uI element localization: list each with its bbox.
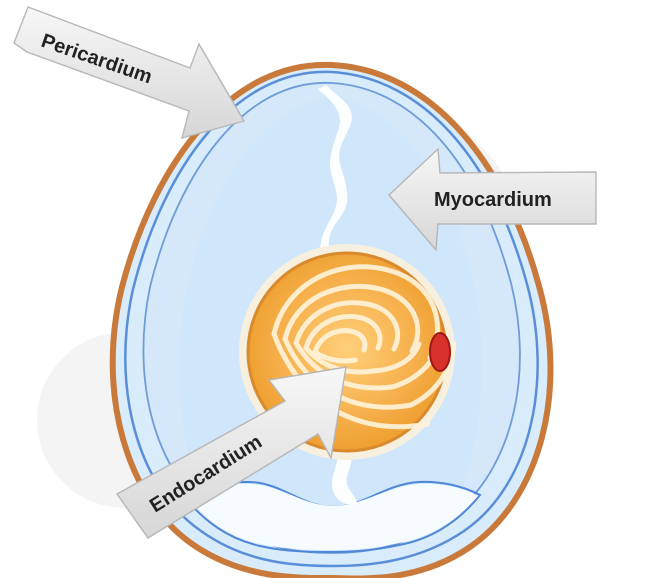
myocardium-label: Myocardium	[434, 189, 552, 211]
red-spot	[430, 333, 450, 371]
pericardium-arrow: Pericardium	[14, 7, 244, 138]
